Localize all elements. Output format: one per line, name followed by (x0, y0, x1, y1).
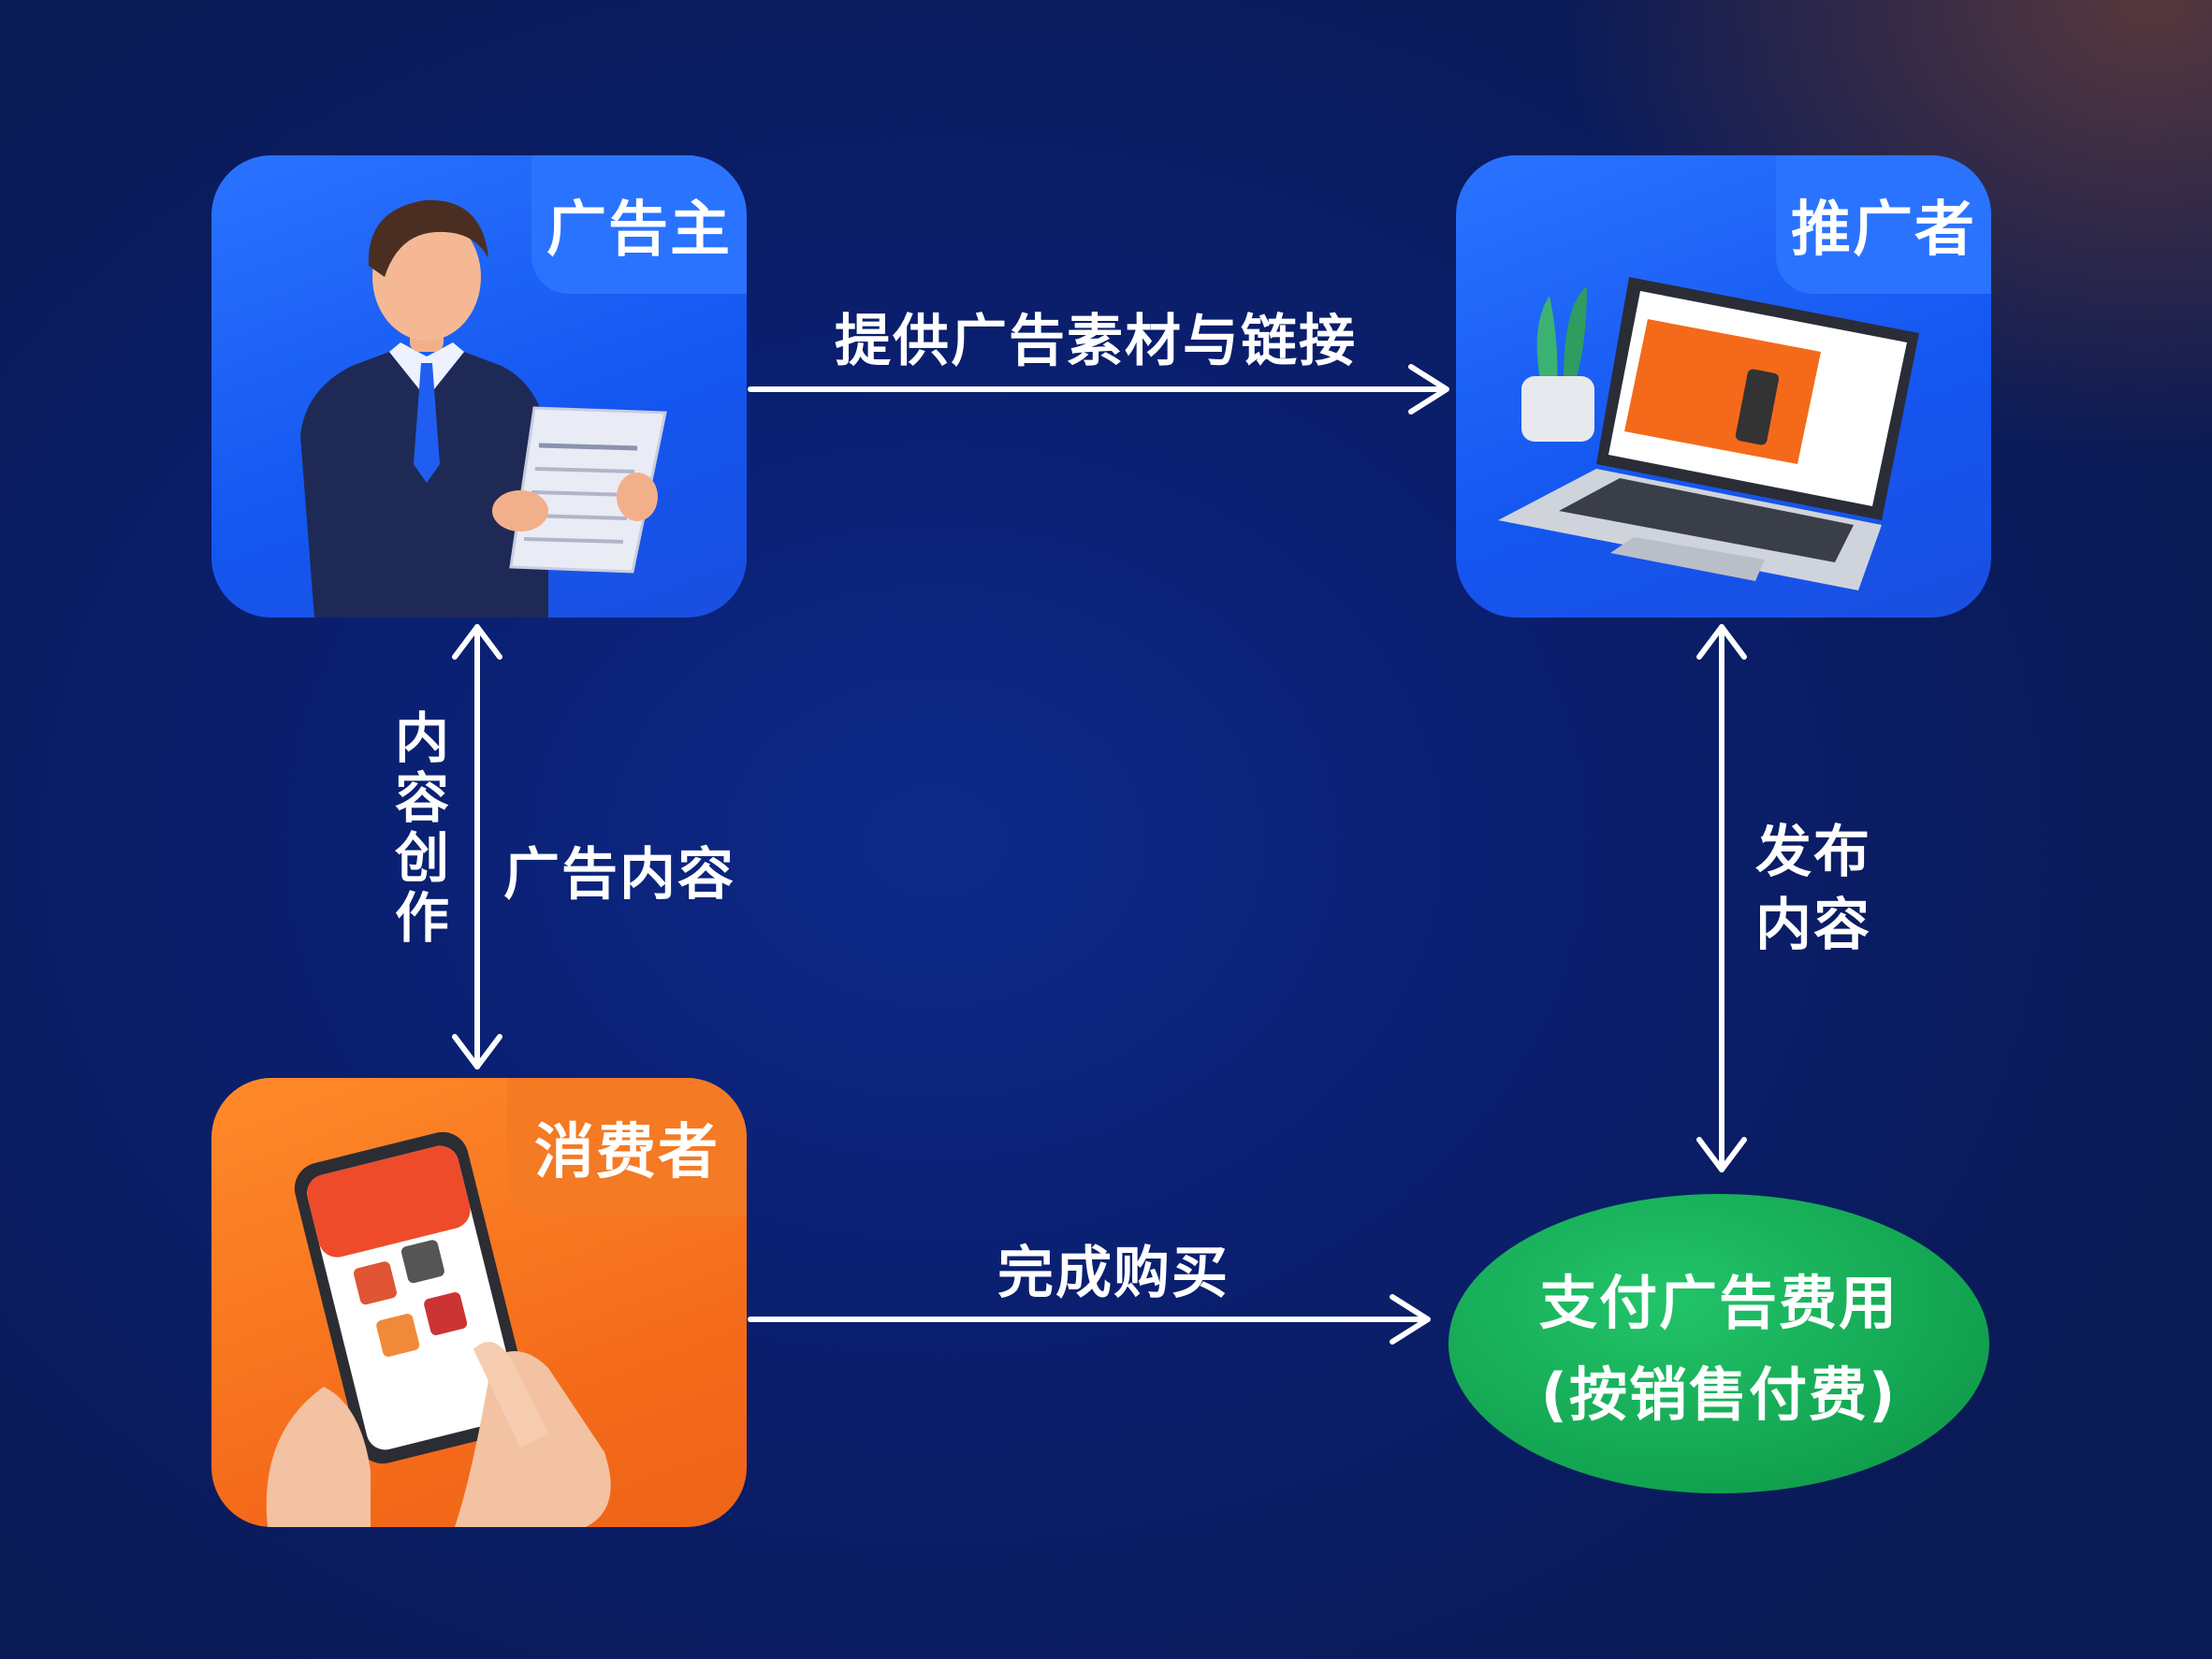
edge-label-content-creation: 内容创作 (386, 709, 449, 949)
promoter-card: 推广者 (1456, 155, 1991, 618)
payment-node: 支付广告费用 (按销售付费) (1448, 1194, 1989, 1493)
smartphone-illustration (266, 1131, 611, 1527)
laptop-illustration (1498, 277, 1919, 590)
edge-label-complete-purchase: 完成购买 (997, 1241, 1230, 1306)
edge-label-provide-materials: 提供广告素材与链接 (835, 309, 1357, 374)
advertiser-title: 广告主 (531, 155, 747, 294)
consumer-title: 消费者 (507, 1078, 747, 1216)
edge-label-publish-content-text: 发布内容 (1755, 820, 1871, 958)
payment-label-line1: 支付广告费用 (1538, 1269, 1899, 1337)
promoter-title: 推广者 (1776, 155, 1991, 294)
advertiser-card: 广告主 (211, 155, 747, 618)
businessman-illustration (300, 199, 667, 618)
payment-label-line2: (按销售付费) (1540, 1361, 1898, 1429)
consumer-card: 消费者 (211, 1078, 747, 1527)
edge-label-ad-content: 广告内容 (503, 842, 735, 908)
edge-label-publish-content: 发布内容 (1755, 816, 1886, 962)
